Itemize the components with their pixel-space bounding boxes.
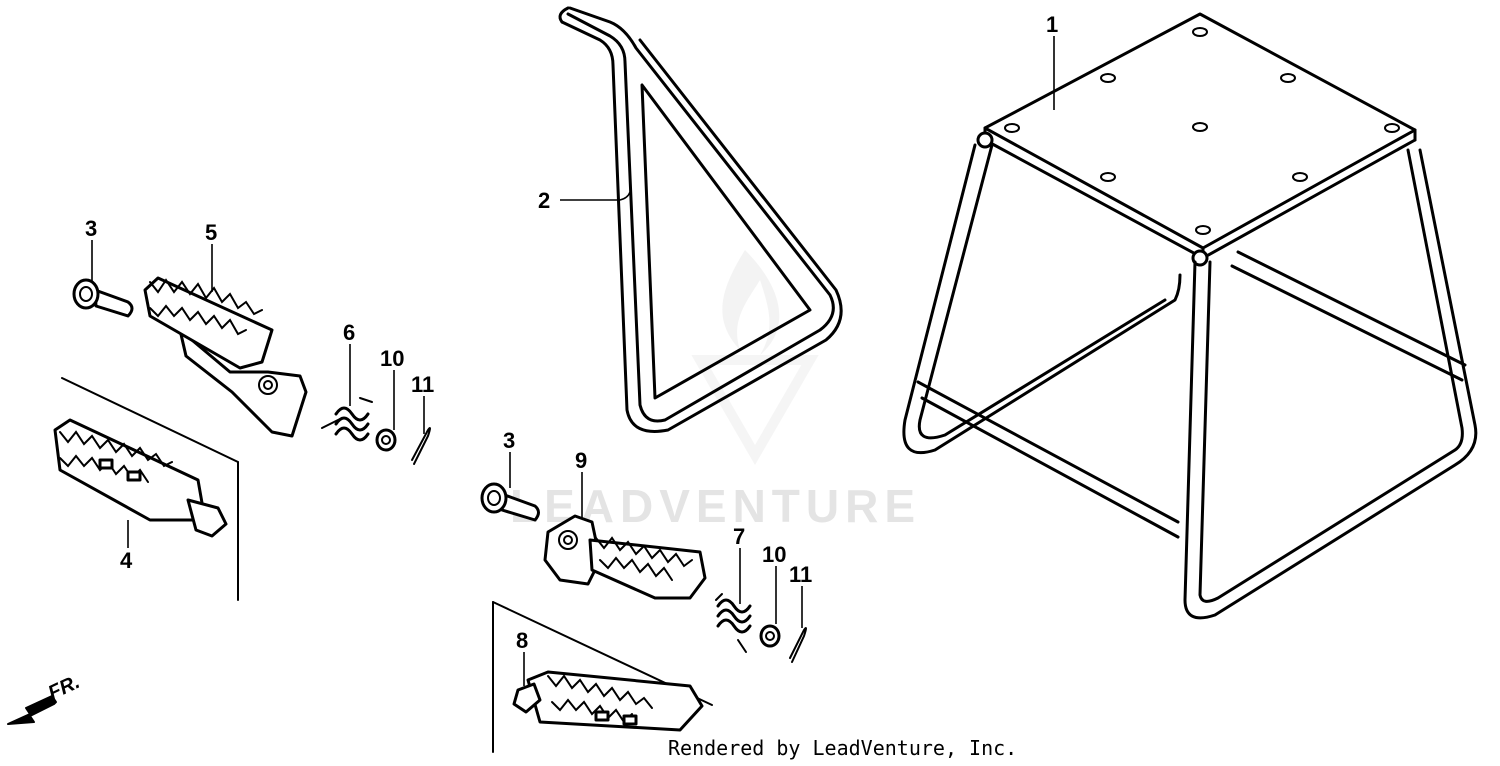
- part-3-pin-left[interactable]: [72, 278, 134, 318]
- callout-7: 7: [733, 524, 745, 549]
- callout-numbers: 1 2 3 5 6 10 11 4 3 9 7 10 11 8: [85, 12, 1058, 653]
- callout-11-left: 11: [411, 372, 434, 397]
- part-5-footpeg-left[interactable]: [143, 276, 308, 438]
- part-10-washer-left[interactable]: [375, 428, 397, 452]
- callout-4: 4: [120, 548, 133, 573]
- part-8-footpeg-right-lower[interactable]: [492, 601, 713, 753]
- front-arrow-icon: [7, 695, 57, 725]
- part-6-spring-left[interactable]: [321, 397, 373, 442]
- part-2-handle[interactable]: [558, 6, 843, 433]
- callout-11-right: 11: [789, 562, 812, 587]
- part-10-washer-right[interactable]: [759, 624, 781, 648]
- callout-5: 5: [205, 220, 217, 245]
- part-1-stand[interactable]: [902, 12, 1478, 620]
- callout-10-right: 10: [762, 542, 786, 567]
- front-direction-indicator: FR.: [7, 671, 83, 725]
- part-11-cotter-pin-left[interactable]: [411, 427, 431, 465]
- render-credit: Rendered by LeadVenture, Inc.: [668, 736, 1018, 760]
- callout-8: 8: [516, 628, 528, 653]
- callout-3-right: 3: [503, 428, 515, 453]
- callout-6: 6: [343, 320, 355, 345]
- callout-1: 1: [1046, 12, 1058, 37]
- part-7-spring-right[interactable]: [715, 593, 752, 653]
- part-9-footpeg-right[interactable]: [543, 514, 707, 600]
- callout-10-left: 10: [380, 346, 404, 371]
- watermark-logo: [691, 250, 819, 465]
- callout-9: 9: [575, 448, 587, 473]
- part-11-cotter-pin-right[interactable]: [789, 627, 807, 663]
- part-4-footpeg-left-lower[interactable]: [53, 377, 239, 601]
- part-3-pin-right[interactable]: [480, 482, 540, 522]
- callout-3-left: 3: [85, 216, 97, 241]
- leader-lines: [91, 36, 1055, 686]
- callout-2: 2: [538, 188, 550, 213]
